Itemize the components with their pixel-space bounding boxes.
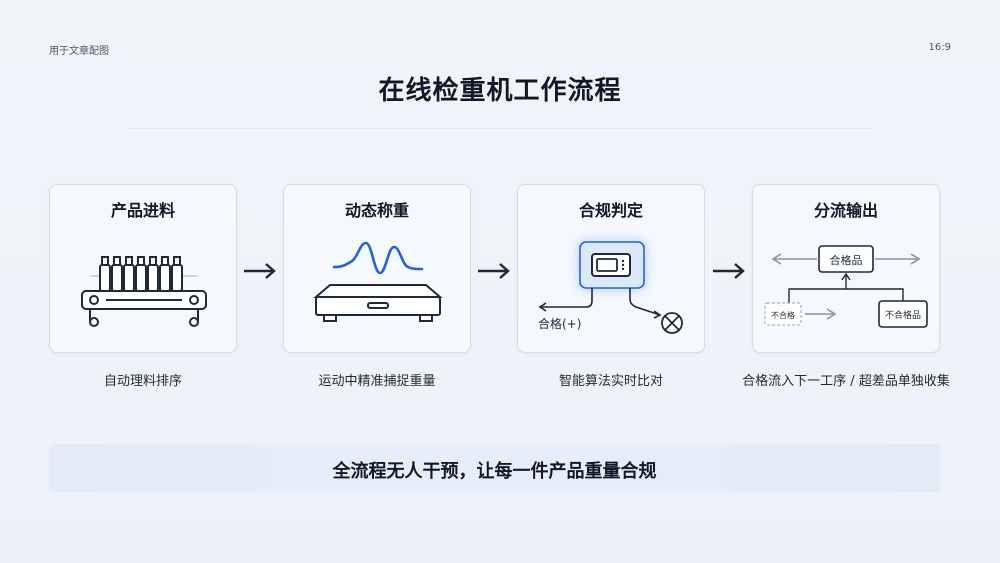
step-card-sorting: 分流输出 合格品 不合格 不合格品: [752, 184, 940, 353]
corner-label: 用于文章配图: [49, 46, 109, 57]
summary-banner: 全流程无人干预，让每一件产品重量合规: [49, 444, 940, 492]
title-divider: [130, 128, 870, 129]
page-title: 在线检重机工作流程: [378, 76, 622, 106]
controller-screen-icon: 合格(+): [538, 240, 683, 334]
pass-product-label: 合格品: [830, 253, 863, 267]
arrow-right-icon: [478, 263, 510, 279]
pass-label: 合格(+): [538, 316, 581, 331]
conveyor-bottles-icon: [81, 256, 207, 327]
summary-text: 全流程无人干预，让每一件产品重量合规: [332, 461, 657, 482]
step-caption: 运动中精准捕捉重量: [318, 374, 436, 389]
aspect-ratio-label: 16:9: [928, 42, 951, 53]
step-title: 分流输出: [813, 201, 878, 220]
step-title: 产品进料: [110, 201, 175, 220]
step-caption: 合格流入下一工序 / 超差品单独收集: [742, 374, 950, 389]
sorting-flow-icon: 合格品 不合格 不合格品: [764, 245, 928, 328]
step-card-weighing: 动态称重: [283, 184, 471, 353]
reject-label: 不合格: [771, 310, 795, 320]
step-caption: 智能算法实时比对: [558, 374, 663, 389]
step-card-feeding: 产品进料: [49, 184, 237, 353]
reject-product-label: 不合格品: [885, 309, 921, 321]
step-title: 合规判定: [578, 201, 643, 220]
step-caption: 自动理料排序: [103, 374, 182, 389]
arrow-right-icon: [713, 263, 745, 279]
arrow-right-icon: [244, 263, 276, 279]
step-title: 动态称重: [344, 201, 409, 220]
step-card-judgement: 合规判定 合格(+): [517, 184, 705, 353]
weighing-platform-wave-icon: [313, 241, 443, 322]
